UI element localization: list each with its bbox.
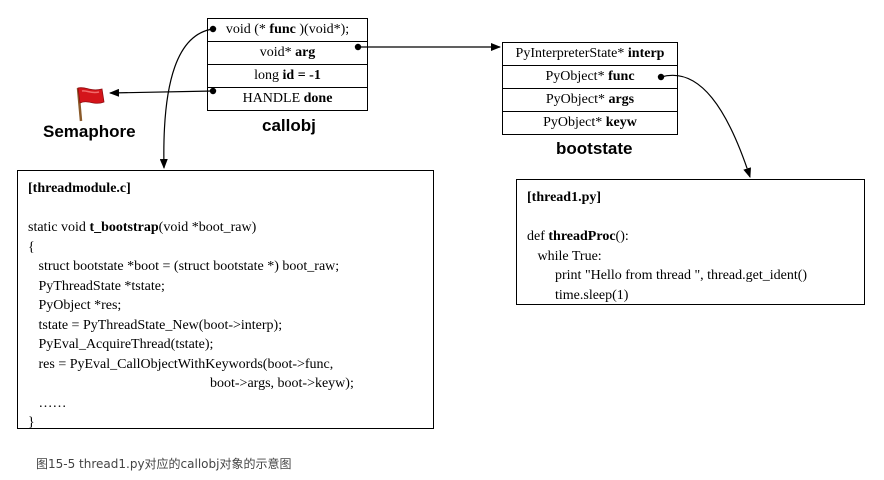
threadmodule-code-line: res = PyEval_CallObjectWithKeywords(boot… (28, 356, 334, 372)
thread1-function-name: threadProc (548, 229, 616, 244)
bootstate-field-row: PyInterpreterState* interp (503, 43, 677, 66)
callobj-field-type: void (* (225, 22, 270, 37)
callobj-field-name: arg (295, 45, 316, 60)
threadmodule-code-line: struct bootstate *boot = (struct bootsta… (28, 259, 340, 274)
bootstate-field-name: func (608, 69, 635, 84)
semaphore-label: Semaphore (43, 122, 136, 141)
callobj-field-name: id = -1 (282, 68, 321, 83)
bootstate-field-type: PyObject* (545, 92, 609, 107)
thread1-code-line: time.sleep(1) (527, 287, 629, 303)
bootstate-field-row: PyObject* keyw (503, 112, 677, 134)
threadmodule-code-line: boot->args, boot->keyw); (28, 376, 354, 391)
threadmodule-function-name: t_bootstrap (89, 220, 159, 235)
threadmodule-code-line: } (28, 415, 35, 430)
bootstate-field-name: args (608, 92, 635, 107)
callobj-field-type: HANDLE (242, 91, 304, 106)
thread1-code-line: print "Hello from thread ", thread.get_i… (527, 268, 808, 283)
callobj-field-name: done (303, 91, 333, 106)
bootstate-field-name: interp (627, 46, 665, 61)
thread1-code-line: while True: (527, 248, 602, 264)
callobj-field-row: HANDLE done (208, 88, 367, 110)
bootstate-field-type: PyObject* (543, 115, 606, 130)
threadmodule-title: [threadmodule.c] (28, 181, 131, 196)
done-to-semaphore-arrow (109, 88, 214, 97)
callobj-field-type: long (254, 68, 283, 83)
flag-icon (72, 84, 106, 122)
bootstate-func-to-thread1-arrow (660, 74, 751, 178)
bootstate-field-type: PyObject* (545, 69, 609, 84)
threadmodule-code-box: [threadmodule.c] static void t_bootstrap… (17, 170, 434, 430)
thread1-title: [thread1.py] (527, 190, 602, 205)
bootstate-field-row: PyObject* func (503, 66, 677, 89)
callobj-field-type: void* (259, 45, 296, 60)
thread1-code-line: def threadProc(): (527, 229, 629, 244)
bootstate-field-row: PyObject* args (503, 89, 677, 112)
thread1-code-box: [thread1.py] def threadProc(): while Tru… (516, 179, 865, 305)
bootstate-label: bootstate (556, 139, 633, 158)
callobj-field-row: void* arg (208, 42, 367, 65)
threadmodule-code-line: PyEval_AcquireThread(tstate); (28, 337, 214, 352)
threadmodule-code-line: { (28, 239, 35, 255)
callobj-field-row: long id = -1 (208, 65, 367, 88)
bootstate-field-name: keyw (605, 115, 637, 130)
threadmodule-code-line: PyThreadState *tstate; (28, 278, 165, 294)
threadmodule-code-line: …… (28, 395, 67, 411)
callobj-label: callobj (262, 116, 316, 135)
callobj-field-suffix: )(void*); (295, 22, 350, 37)
bootstate-field-type: PyInterpreterState* (515, 46, 628, 61)
callobj-field-row: void (* func )(void*); (208, 19, 367, 42)
func-to-threadmodule-arrow (159, 28, 214, 169)
threadmodule-code-line: static void t_bootstrap(void *boot_raw) (28, 220, 257, 235)
figure-caption: 图15-5 thread1.py对应的callobj对象的示意图 (36, 457, 292, 471)
threadmodule-code-line: tstate = PyThreadState_New(boot->interp)… (28, 317, 283, 333)
threadmodule-code-line: PyObject *res; (28, 298, 122, 313)
callobj-field-name: func (269, 22, 296, 37)
